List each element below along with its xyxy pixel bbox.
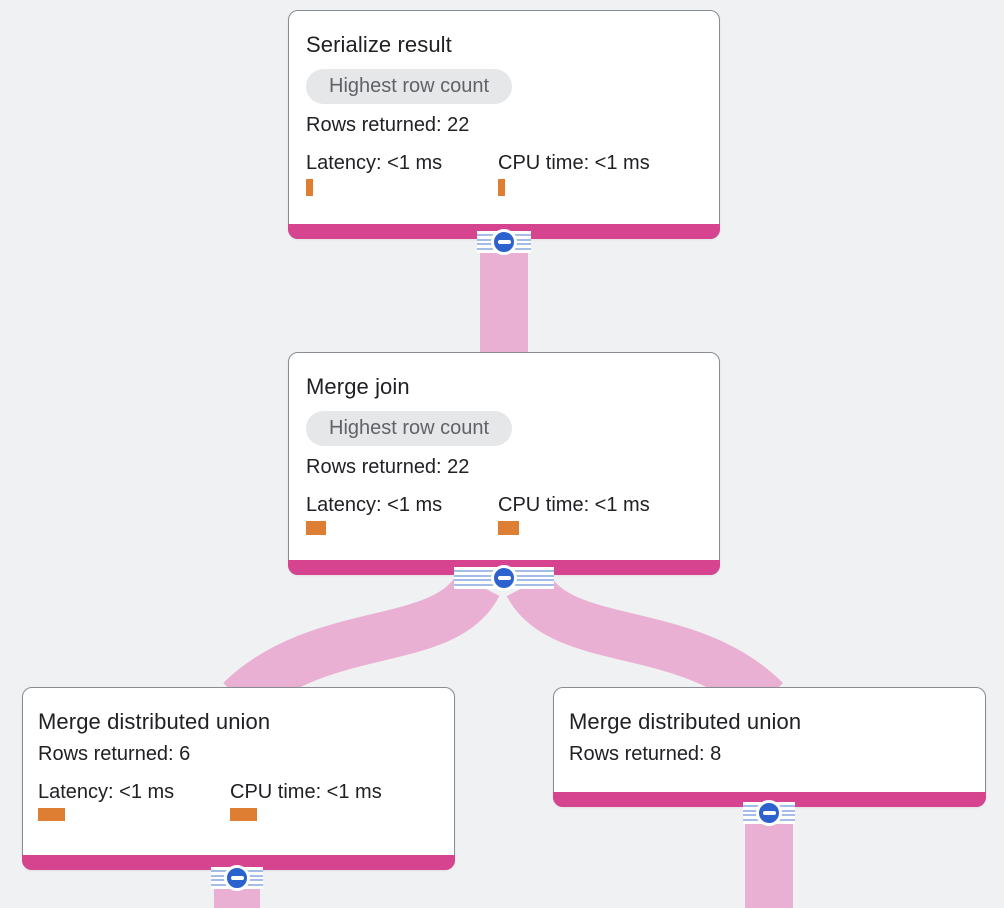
metrics-row: Latency: <1 ms CPU time: <1 ms bbox=[306, 151, 702, 196]
collapse-control-merge-distributed-union-right bbox=[743, 799, 795, 826]
collapse-control-merge-join bbox=[454, 564, 554, 591]
cpu-time-metric: CPU time: <1 ms bbox=[230, 780, 382, 821]
latency-bar bbox=[38, 808, 65, 821]
cpu-time-label: CPU time: <1 ms bbox=[498, 152, 650, 174]
latency-label: Latency: <1 ms bbox=[306, 494, 443, 516]
flow-edge-root bbox=[480, 235, 528, 355]
collapse-button[interactable] bbox=[491, 228, 517, 255]
latency-bar bbox=[306, 179, 313, 196]
minus-icon bbox=[762, 810, 776, 815]
rows-returned-text: Rows returned: 22 bbox=[306, 456, 470, 478]
minus-icon bbox=[497, 575, 511, 580]
collapse-control-merge-distributed-union-left bbox=[211, 864, 263, 891]
latency-label: Latency: <1 ms bbox=[306, 152, 443, 174]
latency-metric: Latency: <1 ms bbox=[38, 780, 230, 821]
plan-node-merge-distributed-union-right[interactable]: Merge distributed union Rows returned: 8 bbox=[553, 687, 986, 807]
rows-returned-text: Rows returned: 22 bbox=[306, 114, 470, 136]
metrics-row: Latency: <1 ms CPU time: <1 ms bbox=[306, 493, 702, 535]
cpu-time-label: CPU time: <1 ms bbox=[230, 781, 382, 803]
flow-edge-right-child bbox=[506, 572, 783, 718]
collapse-button[interactable] bbox=[224, 864, 250, 891]
latency-metric: Latency: <1 ms bbox=[306, 151, 498, 196]
latency-bar bbox=[306, 521, 326, 535]
rows-returned-text: Rows returned: 6 bbox=[38, 743, 191, 765]
node-body: Merge distributed union Rows returned: 6… bbox=[23, 688, 454, 821]
metrics-row: Latency: <1 ms CPU time: <1 ms bbox=[38, 780, 437, 821]
node-title: Merge join bbox=[306, 374, 410, 399]
plan-node-merge-distributed-union-left[interactable]: Merge distributed union Rows returned: 6… bbox=[22, 687, 455, 870]
latency-metric: Latency: <1 ms bbox=[306, 493, 498, 535]
flow-edge-left-child bbox=[223, 572, 500, 718]
minus-icon bbox=[497, 239, 511, 244]
collapse-button[interactable] bbox=[756, 799, 782, 826]
cpu-time-label: CPU time: <1 ms bbox=[498, 494, 650, 516]
cpu-time-metric: CPU time: <1 ms bbox=[498, 151, 650, 196]
rows-returned-text: Rows returned: 8 bbox=[569, 743, 722, 765]
cpu-time-bar bbox=[498, 179, 505, 196]
node-title: Merge distributed union bbox=[38, 709, 271, 734]
cpu-time-bar bbox=[498, 521, 519, 535]
collapse-button[interactable] bbox=[491, 564, 517, 591]
node-title: Merge distributed union bbox=[569, 709, 802, 734]
highest-row-count-badge: Highest row count bbox=[306, 411, 513, 446]
cpu-time-metric: CPU time: <1 ms bbox=[498, 493, 650, 535]
node-body: Merge join Highest row count Rows return… bbox=[289, 353, 719, 535]
node-body: Merge distributed union Rows returned: 8 bbox=[554, 688, 985, 766]
node-title: Serialize result bbox=[306, 32, 452, 57]
cpu-time-bar bbox=[230, 808, 257, 821]
highest-row-count-badge: Highest row count bbox=[306, 69, 513, 104]
node-body: Serialize result Highest row count Rows … bbox=[289, 11, 719, 196]
plan-node-serialize-result[interactable]: Serialize result Highest row count Rows … bbox=[288, 10, 720, 239]
latency-label: Latency: <1 ms bbox=[38, 781, 175, 803]
collapse-control-serialize-result bbox=[477, 228, 531, 255]
minus-icon bbox=[230, 875, 244, 880]
plan-node-merge-join[interactable]: Merge join Highest row count Rows return… bbox=[288, 352, 720, 575]
node-accent-bar bbox=[22, 855, 455, 870]
